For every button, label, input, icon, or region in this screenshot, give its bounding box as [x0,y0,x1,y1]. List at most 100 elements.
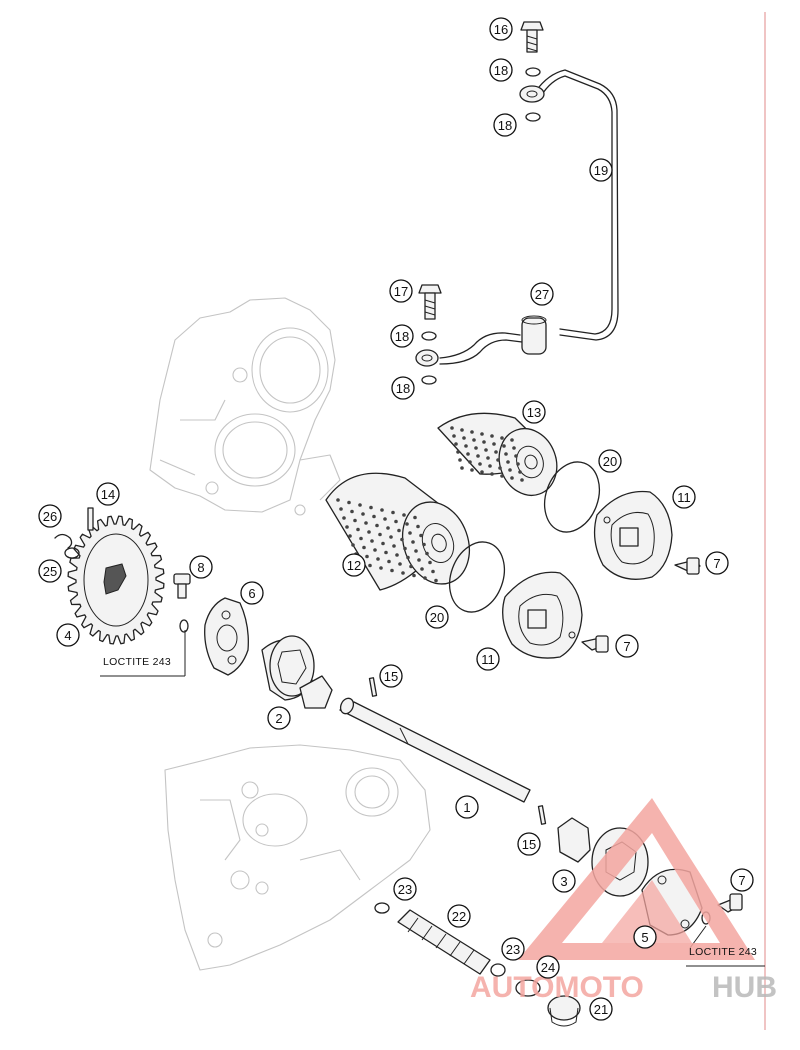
callout-label: 7 [623,639,630,654]
callout-c23a: 23 [393,877,417,901]
circlip-26 [54,533,73,549]
banjo-bolt-17 [418,284,442,320]
callout-label: 12 [347,558,361,573]
callout-c11a: 11 [672,485,696,509]
pump-rotor-2 [261,635,333,709]
oil-filter-12 [325,472,470,591]
dowel-pin-15-lower [537,805,547,825]
callout-label: 16 [494,22,508,37]
callout-label: 25 [43,564,57,579]
filter-12-perforations [336,498,438,583]
leader-lines [100,630,765,967]
callout-label: 7 [738,873,745,888]
callout-c25: 25 [38,559,62,583]
callout-label: 27 [535,287,549,302]
callout-label: 17 [394,284,408,299]
watermark-triangle-logo [518,798,755,960]
watermark-text-secondary: HUB [712,971,777,1004]
callout-c19: 19 [589,158,613,182]
oil-strainer-22 [397,909,491,975]
callout-c7b: 7 [615,634,639,658]
watermark-text-main: AUTOMOTO [470,971,644,1004]
callout-label: 18 [396,381,410,396]
banjo-bolt-16 [520,21,544,53]
callout-c22: 22 [447,904,471,928]
dowel-pin-15-upper [368,677,378,697]
callout-label: 20 [603,454,617,469]
callout-c4: 4 [56,623,80,647]
pump-shaft-1 [339,697,531,803]
callout-label: 20 [430,610,444,625]
callout-c14: 14 [96,482,120,506]
callout-label: 11 [677,490,691,505]
callout-label: 13 [527,405,541,420]
callout-label: 2 [275,711,282,726]
filter-cover-11-lower [502,571,583,659]
bolt-7-middle [581,635,609,653]
callout-c23b: 23 [501,937,525,961]
drain-plug-21 [547,995,581,1027]
callout-c18d: 18 [391,376,415,400]
callout-label: 18 [494,63,508,78]
callout-label: 7 [713,556,720,571]
callout-c20a: 20 [598,449,622,473]
callout-c24: 24 [536,955,560,979]
note-loctite: LOCTITE 243 [689,946,757,958]
callout-label: 26 [43,509,57,524]
oil-line-assembly [415,69,619,367]
callout-c7a: 7 [705,551,729,575]
callout-c18c: 18 [390,324,414,348]
callout-label: 11 [481,652,495,667]
callout-label: 24 [541,960,555,975]
pump-rotor-3 [557,817,591,863]
callout-label: 1 [463,800,470,815]
callout-label: 15 [384,669,398,684]
o-ring-23-left [374,902,390,914]
callout-c8: 8 [189,555,213,579]
callout-c6: 6 [240,581,264,605]
callout-c20b: 20 [425,605,449,629]
callout-c18b: 18 [493,113,517,137]
callout-label: 6 [248,586,255,601]
callout-label: 4 [64,628,71,643]
o-ring-20-upper [543,461,601,533]
callout-label: 22 [452,909,466,924]
callout-c27: 27 [530,282,554,306]
callout-c2: 2 [267,706,291,730]
screw-8 [173,573,191,633]
o-ring-23-right [490,963,506,977]
callout-label: 19 [594,163,608,178]
bolt-7-lower [717,893,743,913]
o-ring-20-lower [448,541,506,613]
oil-pump-gear-4 [67,515,165,645]
callout-c15b: 15 [517,832,541,856]
callout-label: 21 [594,1002,608,1017]
watermark: AUTOMOTO HUB [470,798,777,1004]
callout-label: 14 [101,487,115,502]
engine-case-upper-ghost [149,297,341,516]
callout-label: 18 [498,118,512,133]
callout-c7c: 7 [730,868,754,892]
callout-label: 18 [395,329,409,344]
callout-label: 8 [197,560,204,575]
sealing-ring-24 [515,979,541,997]
pin-14 [87,507,94,531]
callout-label: 23 [398,882,412,897]
callout-c21: 21 [589,997,613,1021]
callout-c1: 1 [455,795,479,819]
bolt-7-upper [674,557,701,575]
callout-c12: 12 [342,553,366,577]
callout-c17: 17 [389,279,413,303]
washers-18 [421,67,541,385]
pump-cover-6 [204,597,249,676]
callout-c16: 16 [489,17,513,41]
callout-label: 23 [506,942,520,957]
callout-label: 5 [641,930,648,945]
callout-label: 15 [522,837,536,852]
callout-label: 3 [560,874,567,889]
callout-c15a: 15 [379,664,403,688]
callout-c18a: 18 [489,58,513,82]
callout-c5: 5 [633,925,657,949]
